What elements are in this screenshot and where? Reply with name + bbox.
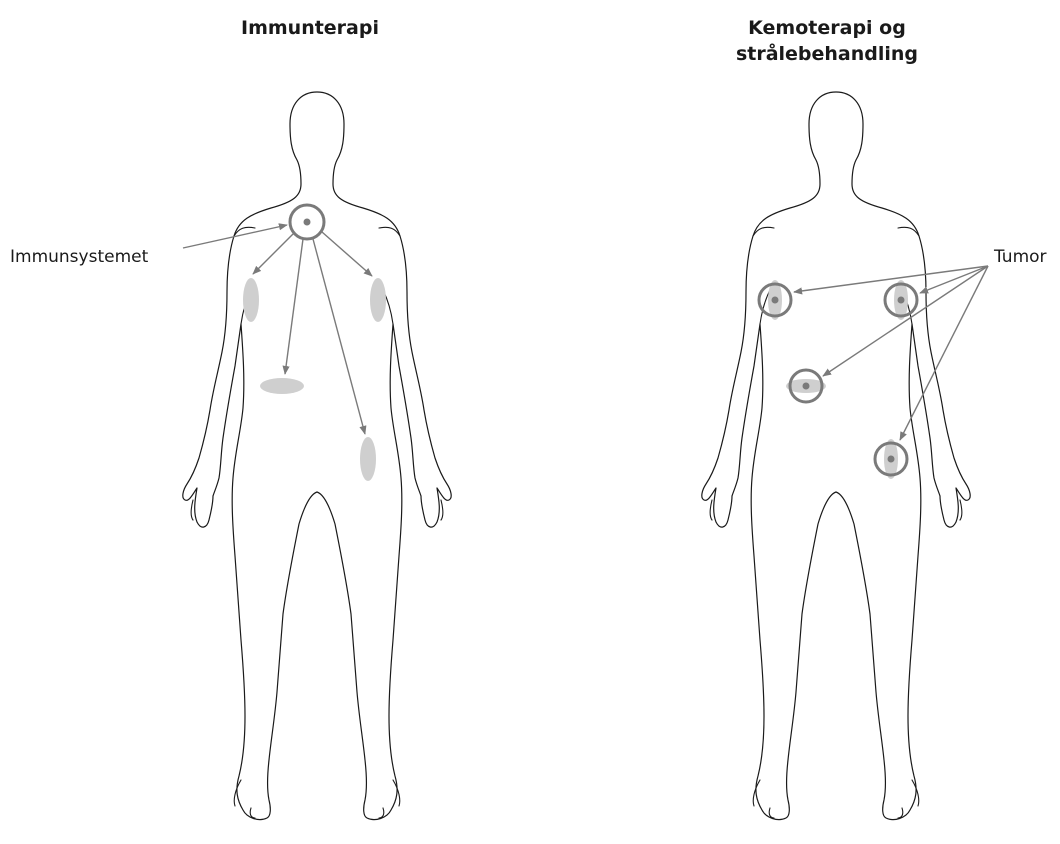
target-spot-hip	[360, 437, 376, 481]
human-body-figure-right	[702, 92, 970, 820]
panel-title-chemo-line2: strålebehandling	[736, 41, 918, 65]
target-spot-right-arm	[370, 278, 386, 322]
panel-title-immunotherapy: Immunterapi	[241, 17, 379, 39]
immune-system-dot	[304, 219, 311, 226]
human-body-figure-left	[183, 92, 451, 820]
target-spot-left-arm	[243, 278, 259, 322]
chemo-radiation-panel: Kemoterapi og strålebehandling Tumo	[702, 17, 1047, 820]
panel-title-chemo-line1: Kemoterapi og	[748, 17, 906, 39]
tumor-label: Tumor	[993, 247, 1047, 267]
target-spot-abdomen	[260, 378, 304, 394]
immune-system-label: Immunsystemet	[10, 247, 149, 267]
immunotherapy-panel: Immunterapi Immunsystemet	[10, 17, 451, 820]
